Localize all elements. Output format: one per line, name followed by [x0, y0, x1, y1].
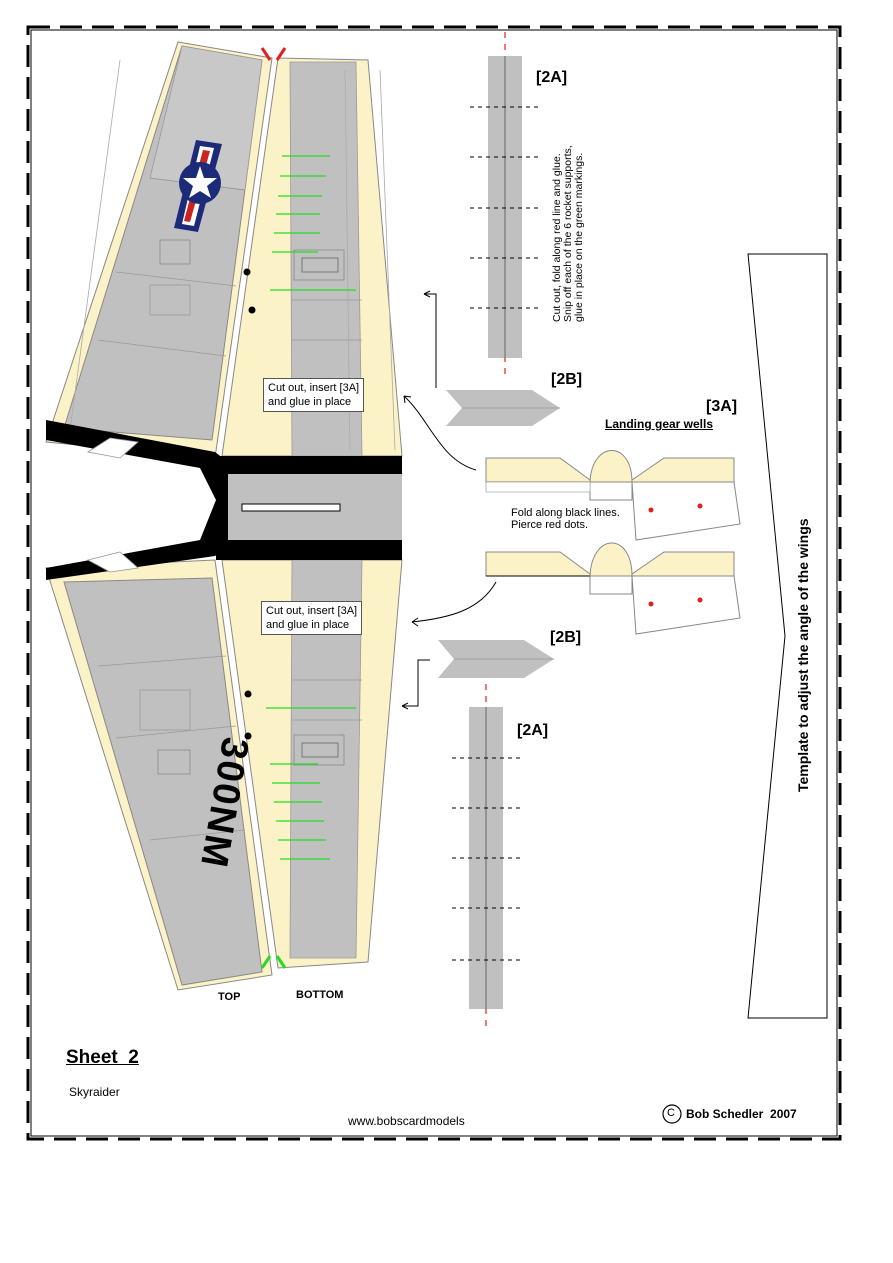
- copyright: Bob Schedler 2007: [686, 1107, 797, 1121]
- rocket-strip-lower: [452, 684, 522, 1032]
- gear-title: Landing gear wells: [605, 417, 714, 431]
- callout-lower-line2: and glue in place: [266, 619, 350, 631]
- gear-note-line1: Fold along black lines.: [511, 507, 620, 519]
- sheet-title: Sheet 2: [66, 1047, 139, 1068]
- callout-lower: Cut out, insert [3A] and glue in place: [261, 601, 363, 635]
- tag-2b-lower: [2B]: [550, 629, 582, 646]
- callout-upper-line2: and glue in place: [268, 396, 352, 408]
- sheet-subtitle: Skyraider: [69, 1085, 120, 1099]
- callout-lower-line1: Cut out, insert [3A]: [266, 605, 358, 617]
- bottom-label: BOTTOM: [296, 989, 344, 1001]
- template-caption: Template to adjust the angle of the wing…: [795, 518, 811, 792]
- website: www.bobscardmodels: [348, 1114, 465, 1128]
- lower-wing: [45, 559, 403, 991]
- arrow-part-upper: [446, 390, 560, 426]
- gear-well-upper: [485, 450, 741, 541]
- copyright-symbol: C: [667, 1107, 675, 1119]
- sheet-border: [26, 25, 842, 1141]
- wing-angle-template: [747, 253, 828, 1019]
- callout-upper-line1: Cut out, insert [3A]: [268, 382, 360, 394]
- gear-note-line2: Pierce red dots.: [511, 519, 589, 531]
- gear-well-lower: [485, 542, 741, 635]
- rocket-strip-upper: [470, 32, 540, 380]
- tag-2b-upper: [2B]: [551, 371, 583, 388]
- tag-2a-lower: [2A]: [517, 722, 549, 739]
- arrow-part-lower: [438, 640, 554, 678]
- rocket-note-line3: glue in place on the green markings.: [573, 152, 585, 322]
- center-section: [46, 420, 402, 580]
- top-label: TOP: [218, 991, 241, 1003]
- tag-3a: [3A]: [706, 398, 738, 415]
- callout-upper: Cut out, insert [3A] and glue in place: [263, 378, 365, 412]
- connector-arrows: [401, 290, 497, 710]
- rocket-note: Cut out, fold along red line and glue. S…: [551, 145, 585, 322]
- copyright-circle: [662, 1104, 682, 1124]
- star-insignia: [174, 140, 222, 232]
- tag-2a-upper: [2A]: [536, 69, 568, 86]
